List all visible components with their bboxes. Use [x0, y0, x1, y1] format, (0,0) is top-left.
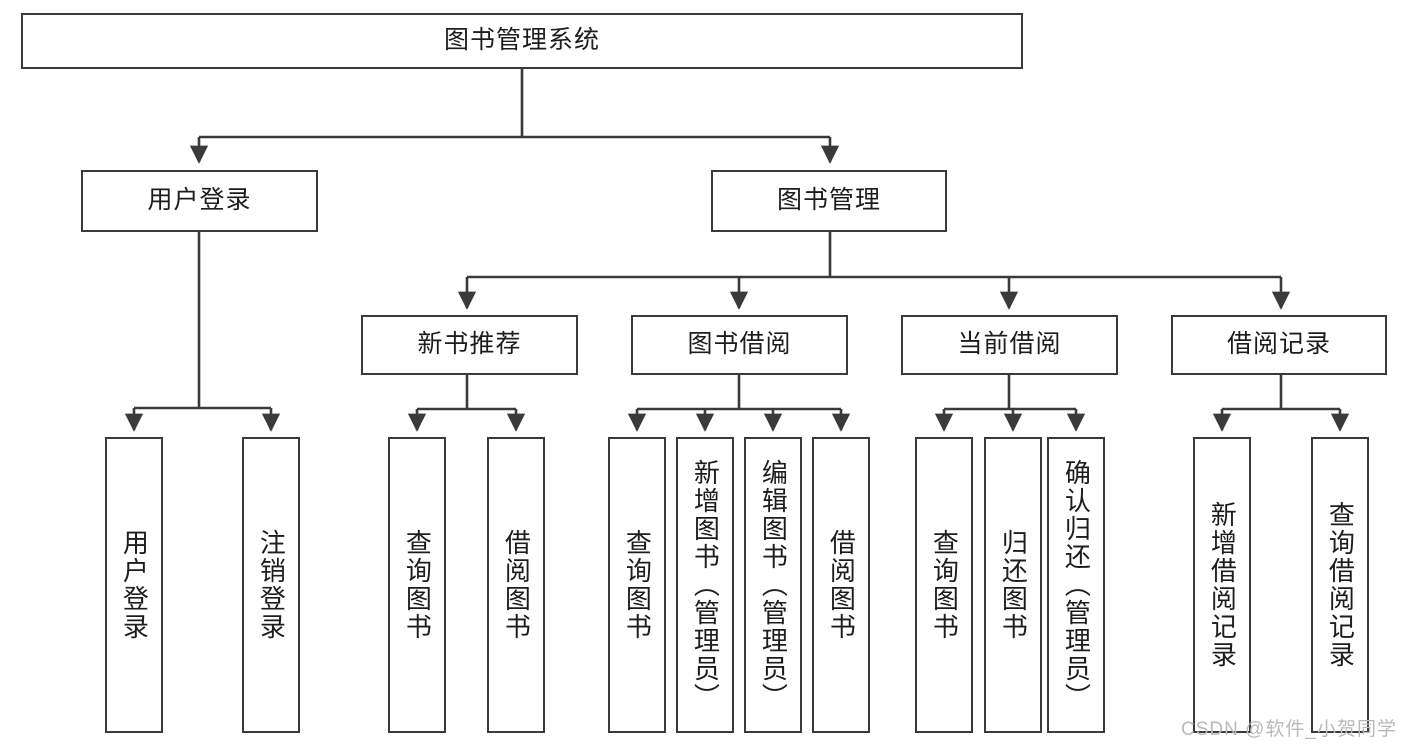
- node-leaf-add-borrow-record[interactable]: 新增借阅记录: [1193, 437, 1251, 733]
- node-current-borrow[interactable]: 当前借阅: [901, 315, 1118, 375]
- node-leaf-recommend-borrow-book-label: 借阅图书: [501, 529, 532, 641]
- node-root-system-label: 图书管理系统: [443, 26, 600, 55]
- node-current-borrow-label: 当前借阅: [957, 330, 1062, 359]
- node-leaf-user-login[interactable]: 用户登录: [105, 437, 163, 733]
- node-leaf-confirm-return-admin-label: 确认归还（管理员）: [1061, 459, 1092, 711]
- node-book-management[interactable]: 图书管理: [711, 170, 947, 232]
- node-book-management-label: 图书管理: [776, 186, 881, 215]
- node-leaf-edit-book-admin-label: 编辑图书（管理员）: [758, 459, 789, 711]
- node-leaf-borrow-query-book[interactable]: 查询图书: [608, 437, 666, 733]
- node-leaf-query-borrow-record[interactable]: 查询借阅记录: [1311, 437, 1369, 733]
- node-new-book-recommend[interactable]: 新书推荐: [361, 315, 578, 375]
- node-leaf-recommend-borrow-book[interactable]: 借阅图书: [487, 437, 545, 733]
- node-leaf-borrow-book-label: 借阅图书: [826, 529, 857, 641]
- node-user-login-label: 用户登录: [147, 186, 252, 215]
- node-leaf-recommend-query-book[interactable]: 查询图书: [388, 437, 446, 733]
- csdn-watermark: CSDN @软件_小贺同学: [1181, 719, 1397, 740]
- node-book-borrow[interactable]: 图书借阅: [631, 315, 848, 375]
- node-leaf-current-query-book-label: 查询图书: [929, 529, 960, 641]
- node-new-book-recommend-label: 新书推荐: [417, 330, 522, 359]
- node-leaf-confirm-return-admin[interactable]: 确认归还（管理员）: [1047, 437, 1105, 733]
- node-leaf-add-book-admin-label: 新增图书（管理员）: [690, 459, 721, 711]
- node-user-login[interactable]: 用户登录: [81, 170, 318, 232]
- node-leaf-logout[interactable]: 注销登录: [242, 437, 300, 733]
- node-leaf-return-book-label: 归还图书: [998, 529, 1029, 641]
- node-leaf-add-borrow-record-label: 新增借阅记录: [1207, 501, 1238, 669]
- node-leaf-add-book-admin[interactable]: 新增图书（管理员）: [676, 437, 734, 733]
- node-borrow-record[interactable]: 借阅记录: [1171, 315, 1387, 375]
- node-leaf-logout-label: 注销登录: [256, 529, 287, 641]
- node-root-system[interactable]: 图书管理系统: [21, 13, 1023, 69]
- node-leaf-user-login-label: 用户登录: [119, 529, 150, 641]
- node-leaf-recommend-query-book-label: 查询图书: [402, 529, 433, 641]
- node-book-borrow-label: 图书借阅: [687, 330, 792, 359]
- node-leaf-query-borrow-record-label: 查询借阅记录: [1325, 501, 1356, 669]
- node-leaf-current-query-book[interactable]: 查询图书: [915, 437, 973, 733]
- node-borrow-record-label: 借阅记录: [1226, 330, 1331, 359]
- node-leaf-return-book[interactable]: 归还图书: [984, 437, 1042, 733]
- node-leaf-borrow-query-book-label: 查询图书: [622, 529, 653, 641]
- node-leaf-borrow-book[interactable]: 借阅图书: [812, 437, 870, 733]
- node-leaf-edit-book-admin[interactable]: 编辑图书（管理员）: [744, 437, 802, 733]
